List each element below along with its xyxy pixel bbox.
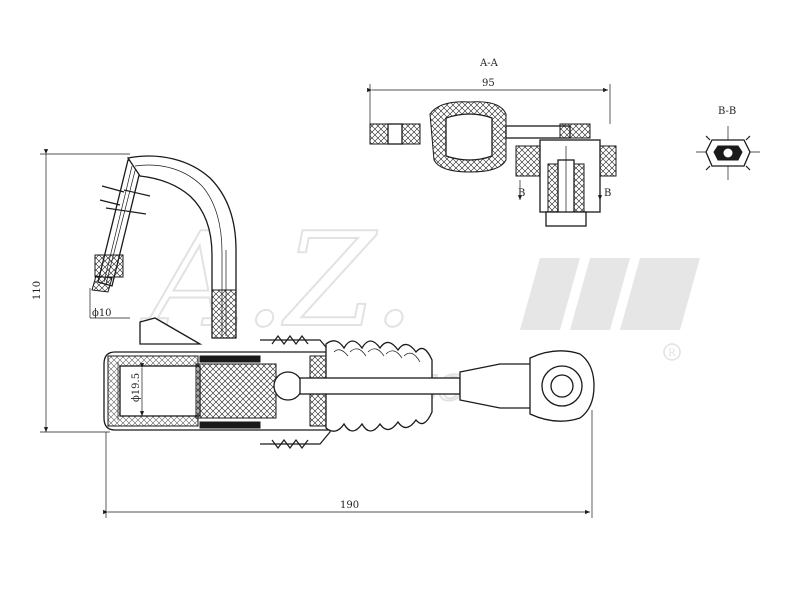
pipe-diameter-label: ϕ10 — [92, 308, 112, 319]
watermark-logo: A.Z. — [140, 204, 415, 356]
section-bb-view: B-B — [696, 106, 760, 180]
main-view: ϕ10 ϕ19.5 110 190 — [32, 149, 595, 518]
section-width-label: 95 — [482, 78, 495, 89]
clevis-eye — [529, 350, 595, 422]
push-rod — [299, 363, 541, 409]
cut-marker-left: B — [518, 188, 525, 199]
dim-overall-height: 110 — [32, 149, 130, 433]
pipe-connector — [91, 159, 151, 293]
section-aa-view: A-A 95 B B — [367, 58, 617, 227]
piston-pin — [273, 371, 303, 401]
dim-overall-length: 190 — [103, 410, 593, 518]
dim-bore-diameter: ϕ19.5 — [131, 363, 145, 416]
piston — [195, 355, 303, 429]
section-bb-title: B-B — [718, 106, 736, 117]
overall-length-label: 190 — [340, 500, 359, 511]
dim-pipe-diameter: ϕ10 — [89, 288, 130, 319]
watermark-registered: R — [668, 348, 676, 359]
cut-marker-right: B — [604, 188, 611, 199]
bore-diameter-label: ϕ19.5 — [131, 373, 142, 402]
dim-section-width: 95 — [367, 78, 611, 124]
curved-pipe — [126, 155, 237, 339]
watermark-stripes — [520, 258, 700, 330]
bb-cross-section — [696, 126, 760, 180]
section-aa-title: A-A — [479, 58, 499, 69]
registered-mark-icon — [663, 343, 681, 361]
overall-height-label: 110 — [32, 281, 43, 300]
inlet-nipple — [139, 317, 203, 345]
